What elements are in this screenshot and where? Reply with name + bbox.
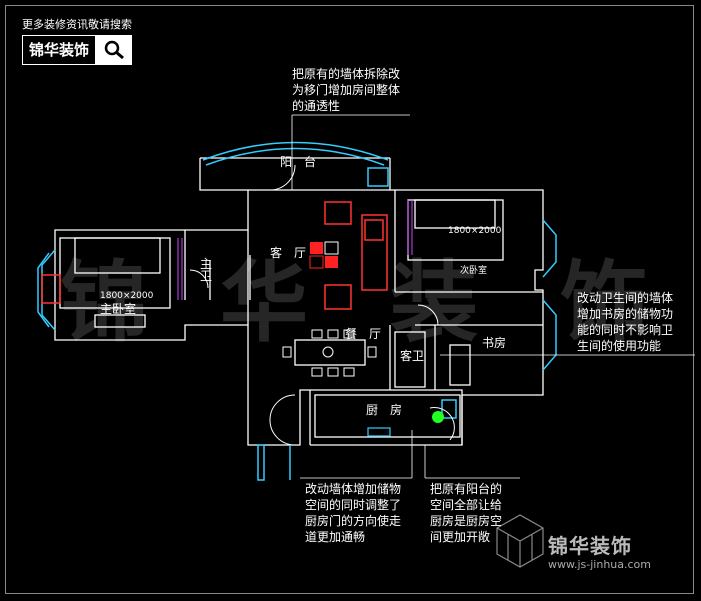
annotation-balcony-wall: 把原有的墙体拆除改 为移门增加房间整体 的通透性 bbox=[292, 67, 401, 113]
room-label-study: 书房 bbox=[482, 336, 507, 350]
brand-name: 锦华装饰 bbox=[548, 534, 632, 558]
room-label-dining: 餐 厅 bbox=[345, 327, 382, 341]
brand-cube-icon bbox=[496, 514, 544, 568]
room-label-second-bedroom: 次卧室 bbox=[460, 266, 488, 276]
room-label-balcony: 阳 台 bbox=[280, 155, 317, 169]
top-caption: 更多装修资讯敬请搜索 bbox=[22, 18, 132, 31]
annotation-bathroom-wall: 改动卫生间的墙体 增加书房的储物功 能的同时不影响卫 生间的使用功能 bbox=[577, 291, 674, 353]
watermark-char-3: 装 bbox=[390, 250, 479, 354]
room-label-master-bath: 主 卫 bbox=[200, 257, 213, 283]
search-icon[interactable] bbox=[96, 35, 133, 65]
room-label-living: 客 厅 bbox=[270, 246, 307, 260]
watermark-char-2: 华 bbox=[220, 250, 309, 354]
annotation-kitchen-balcony: 把原有阳台的 空间全部让给 厨房是厨房空 间更加开敞 bbox=[430, 482, 503, 544]
brand-url[interactable]: www.js-jinhua.com bbox=[548, 558, 651, 571]
logo-text: 锦华装饰 bbox=[22, 35, 97, 65]
bed-size-label-2: 1800×2000 bbox=[448, 226, 502, 236]
room-label-master-bedroom: 主卧室 bbox=[100, 302, 137, 316]
drawing-frame bbox=[5, 5, 694, 594]
room-label-kitchen: 厨 房 bbox=[366, 403, 403, 417]
logo-search-box[interactable]: 锦华装饰 bbox=[22, 35, 133, 65]
bed-size-label-1: 1800×2000 bbox=[100, 291, 154, 301]
annotation-kitchen-door: 改动墙体增加储物 空间的同时调整了 厨房门的方向使走 道更加通畅 bbox=[305, 482, 402, 544]
room-label-guest-bath: 客卫 bbox=[400, 349, 425, 363]
watermark-char-4: 饰 bbox=[560, 250, 649, 354]
